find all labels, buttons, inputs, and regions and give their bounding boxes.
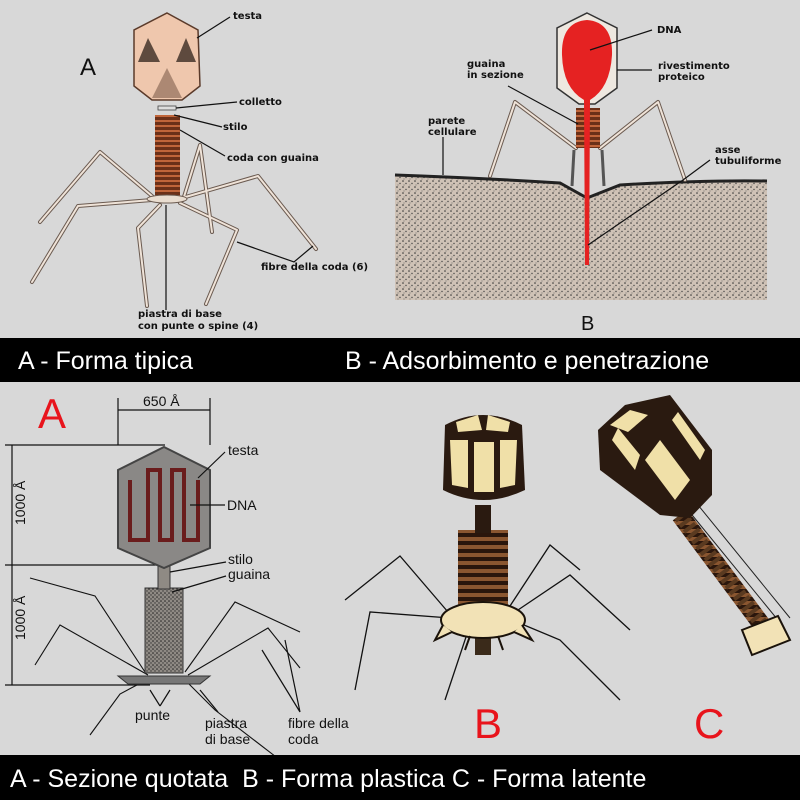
tail-sheath-gray: [144, 587, 184, 674]
label-fibers-b1: fibre della: [288, 715, 349, 731]
label-base-plate-1: piastra di base: [138, 309, 222, 320]
plastic-form-figure: B: [344, 415, 631, 747]
label-sheath-2: in sezione: [467, 70, 524, 81]
head-height-dimension: 1000 Å: [12, 480, 28, 525]
dna-red: [561, 20, 613, 265]
head-capsid: [133, 12, 201, 101]
typical-form-figure: A testa colletto stilo: [30, 11, 368, 332]
tail-height-dimension: 1000 Å: [12, 595, 28, 640]
label-head-b: testa: [228, 442, 259, 458]
figure-letter-b: B: [581, 313, 594, 335]
label-sheath-b: guaina: [228, 566, 270, 582]
caption-bar-top: [0, 338, 800, 382]
label-stylus: stilo: [223, 122, 248, 133]
figure-letter-a-red: A: [38, 390, 66, 437]
label-dna-b: DNA: [227, 497, 257, 513]
dna-zigzag: [128, 468, 200, 542]
label-base-plate-b2: di base: [205, 731, 250, 747]
base-plate: [146, 194, 188, 204]
label-head: testa: [233, 11, 262, 22]
label-axis-1: asse: [715, 145, 741, 156]
width-dimension: 650 Å: [143, 393, 180, 409]
caption-bottom: A - Sezione quotata B - Forma plastica C…: [10, 765, 646, 793]
head-section: [117, 445, 211, 570]
base-plate-plastic: [440, 601, 526, 639]
caption-bar-bottom: [0, 755, 800, 800]
label-base-plate-b1: piastra: [205, 715, 247, 731]
tail-fibers: [30, 143, 318, 308]
base-plate-gray: [116, 675, 212, 685]
dimensioned-section-figure: A 650 Å 1000 Å 1000 Å testa DNA stilo gu…: [5, 390, 349, 761]
label-spikes: punte: [135, 707, 170, 723]
label-base-plate-2: con punte o spine (4): [138, 321, 258, 332]
caption-typical-form: A - Forma tipica: [18, 347, 193, 375]
base-plate-latent: [740, 614, 792, 657]
collar: [157, 105, 177, 111]
label-coat-1: rivestimento: [658, 61, 730, 72]
caption-adsorption: B - Adsorbimento e penetrazione: [345, 347, 709, 375]
label-fibers-b2: coda: [288, 731, 319, 747]
label-wall-2: cellulare: [428, 127, 477, 138]
label-wall-1: parete: [428, 116, 465, 127]
label-stylus-b: stilo: [228, 551, 253, 567]
coiled-tail: [458, 530, 508, 610]
label-tail: coda con guaina: [227, 153, 319, 164]
label-coat-2: proteico: [658, 72, 705, 83]
tail-sheath: [155, 115, 180, 197]
label-fibers: fibre della coda (6): [261, 262, 368, 273]
latent-form-figure: C: [598, 395, 792, 747]
label-collar: colletto: [239, 97, 282, 108]
label-dna: DNA: [657, 25, 682, 36]
label-sheath-1: guaina: [467, 59, 505, 70]
cell-body: [395, 175, 767, 300]
label-axis-2: tubuliforme: [715, 156, 782, 167]
figure-letter-b-red: B: [474, 700, 502, 747]
figure-letter-a: A: [80, 54, 96, 81]
figure-letter-c-red: C: [694, 700, 724, 747]
adsorption-figure: DNA rivestimento proteico guaina in sezi…: [394, 12, 782, 335]
